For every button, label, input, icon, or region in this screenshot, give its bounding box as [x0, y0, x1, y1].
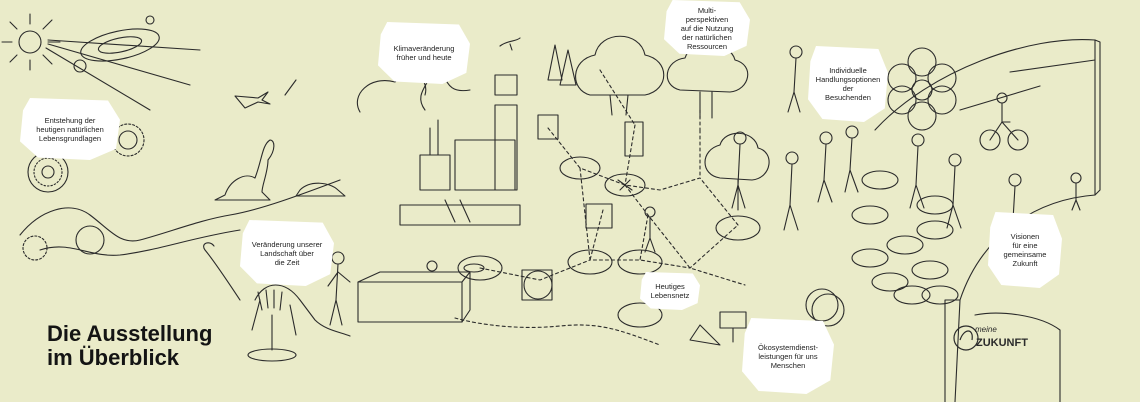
- callout-perspectives: Multi- perspektiven auf die Nutzung der …: [664, 0, 750, 56]
- callout-services-text: Ökosystemdienst- leistungen für uns Mens…: [757, 342, 819, 370]
- callout-origins-text: Entstehung der heutigen natürlichen Lebe…: [36, 115, 104, 143]
- title-line-1: Die Ausstellung: [47, 321, 213, 346]
- callout-perspectives-text: Multi- perspektiven auf die Nutzung der …: [680, 5, 734, 51]
- callout-services: Ökosystemdienst- leistungen für uns Mens…: [742, 318, 834, 394]
- callout-visions-text: Visionen für eine gemeinsame Zukunft: [1003, 232, 1047, 268]
- callout-visions: Visionen für eine gemeinsame Zukunft: [988, 212, 1062, 288]
- callout-web-text: Heutiges Lebensnetz: [650, 282, 690, 300]
- callout-landscape-text: Veränderung unserer Landschaft über die …: [251, 239, 323, 267]
- bird-icon: [499, 37, 521, 51]
- callout-climate-text: Klimaveränderung früher und heute: [393, 44, 455, 62]
- airplane-icon: [234, 91, 271, 109]
- dinosaur-icon: [214, 139, 346, 201]
- callout-climate: Klimaveränderung früher und heute: [378, 22, 470, 84]
- insect-icon: [617, 179, 633, 191]
- callout-origins: Entstehung der heutigen natürlichen Lebe…: [20, 98, 120, 160]
- callout-web: Heutiges Lebensnetz: [640, 272, 700, 310]
- callout-options-text: Individuelle Handlungsoptionen der Besuc…: [815, 66, 881, 102]
- cyclist-icon: [979, 92, 1029, 151]
- options-cluster: [887, 47, 957, 131]
- factory-icon: [356, 59, 521, 226]
- page-title: Die Ausstellung im Überblick: [47, 322, 287, 370]
- callout-options: Individuelle Handlungsoptionen der Besuc…: [808, 46, 888, 122]
- sun-icon: [1, 13, 201, 111]
- fish-icon: [463, 263, 485, 273]
- galaxy-icon: [73, 15, 160, 73]
- zukunft-logo: meine ZUKUNFT: [953, 325, 1028, 351]
- tree-icon: [547, 35, 770, 211]
- logo-word1: meine: [975, 325, 997, 334]
- logo-word2: ZUKUNFT: [976, 337, 1028, 349]
- life-web-links: [479, 69, 746, 286]
- callout-landscape: Veränderung unserer Landschaft über die …: [240, 220, 334, 286]
- idea-bubbles: [851, 170, 959, 305]
- skeleton-exhibit: [203, 242, 351, 362]
- title-line-2: im Überblick: [47, 345, 180, 370]
